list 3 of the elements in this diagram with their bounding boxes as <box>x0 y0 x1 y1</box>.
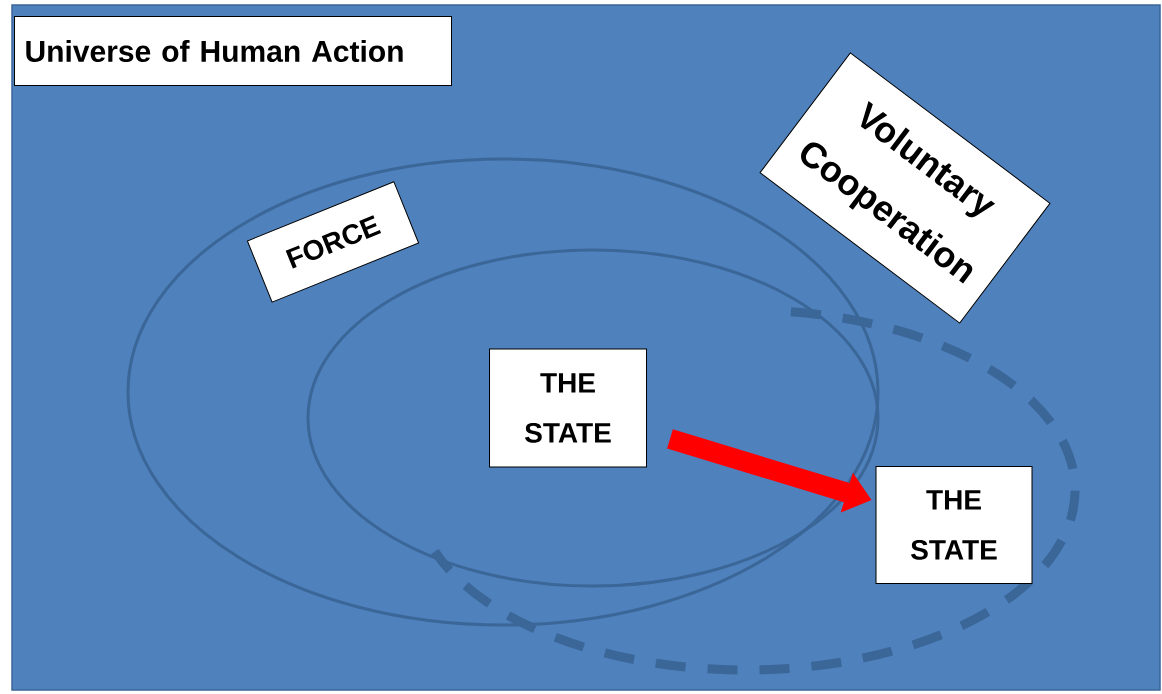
title-box: Universe of Human Action <box>14 16 452 86</box>
text-box: THE STATE <box>875 466 1033 584</box>
text-box: THE STATE <box>489 348 647 468</box>
